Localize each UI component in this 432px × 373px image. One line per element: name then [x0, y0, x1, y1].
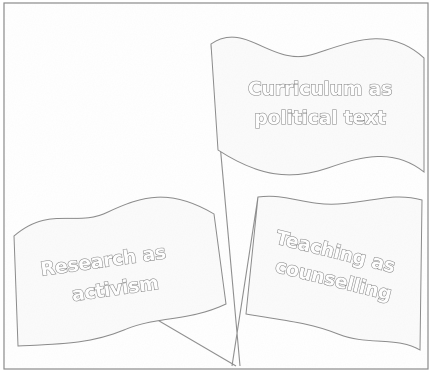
scan-grain — [4, 3, 428, 369]
